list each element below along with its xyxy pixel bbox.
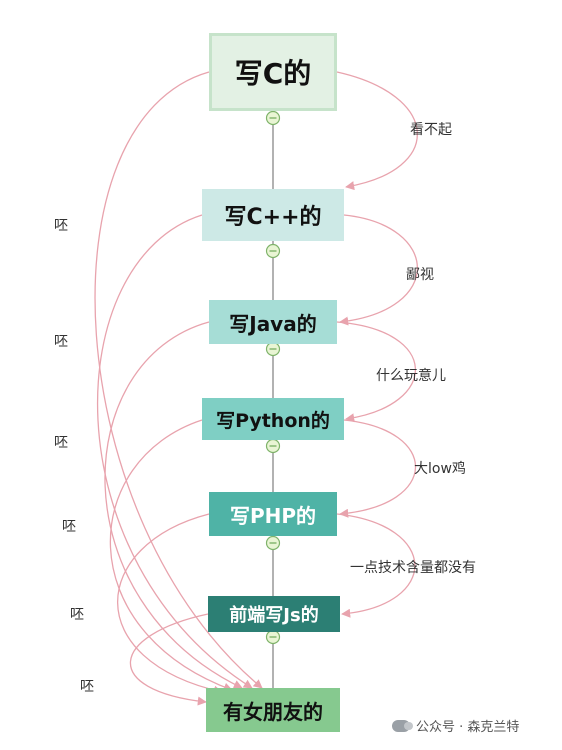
arrow-left [104,321,243,689]
watermark: 公众号 · 森克兰特 [392,716,519,735]
node-write-java[interactable]: 写Java的 [209,300,337,344]
node-label: 写C的 [234,57,312,90]
collapse-toggle-icon[interactable] [265,535,281,551]
edge-label-pei: 呸 [54,334,68,350]
node-label: 写Python的 [216,409,330,432]
node-label: 前端写Js的 [229,605,319,626]
arrow-left [116,513,223,695]
edge-label-no-tech: 一点技术含量都没有 [350,560,476,576]
edge-label-look-down: 看不起 [410,122,452,138]
node-write-c[interactable]: 写C的 [209,33,337,111]
arrow-right [336,513,416,618]
edge-label-what-thing: 什么玩意儿 [376,368,446,384]
edge-label-low: 大low鸡 [414,461,466,477]
arrow-right [339,214,418,326]
collapse-toggle-icon[interactable] [265,110,281,126]
arrow-left [96,214,253,689]
node-write-php[interactable]: 写PHP的 [209,492,337,536]
node-label: 写Java的 [229,311,317,336]
node-write-cpp[interactable]: 写C++的 [202,189,344,241]
node-label: 写C++的 [224,205,322,230]
arrow-right [336,321,416,423]
arrow-right [339,419,416,518]
arrow-left [94,71,263,689]
edge-label-despise: 鄙视 [406,267,434,283]
node-label: 有女朋友的 [223,699,323,724]
collapse-toggle-icon[interactable] [265,629,281,645]
edge-label-pei: 呸 [54,218,68,234]
node-has-girlfriend[interactable]: 有女朋友的 [206,688,340,732]
edge-label-pei: 呸 [54,435,68,451]
edge-label-pei: 呸 [80,679,94,695]
node-write-python[interactable]: 写Python的 [202,398,344,440]
edge-label-pei: 呸 [62,519,76,535]
collapse-toggle-icon[interactable] [265,243,281,259]
arrow-right [336,71,418,191]
node-label: 写PHP的 [229,503,317,528]
wechat-icon [392,719,413,732]
arrow-left [129,613,209,706]
arrow-left [109,419,233,692]
collapse-toggle-icon[interactable] [265,341,281,357]
edge-label-pei: 呸 [70,607,84,623]
node-frontend-js[interactable]: 前端写Js的 [208,596,340,632]
collapse-toggle-icon[interactable] [265,438,281,454]
watermark-text: 公众号 · 森克兰特 [416,720,520,735]
